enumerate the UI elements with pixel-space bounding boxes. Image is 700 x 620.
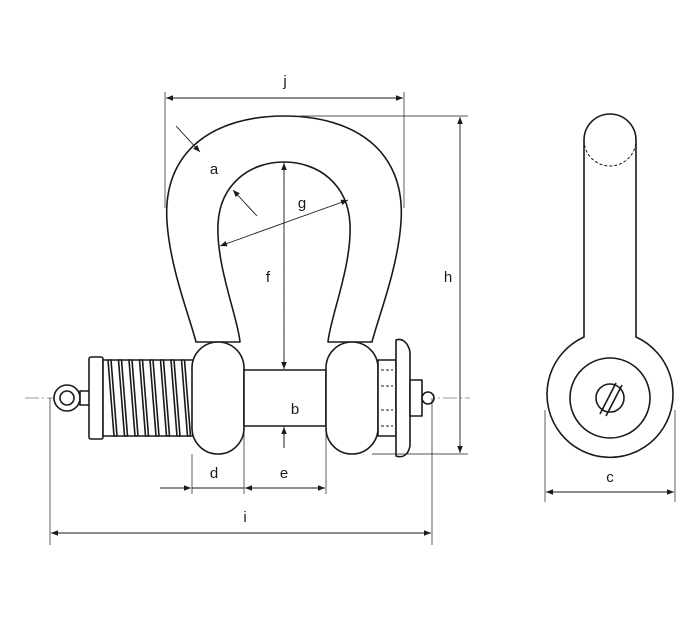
spring-coil	[180, 359, 192, 437]
dimension-d-e: d e	[160, 428, 327, 494]
label-i: i	[243, 509, 246, 526]
spring-coil	[149, 359, 160, 437]
slot-line-1	[599, 382, 617, 415]
pin-head-inner	[595, 383, 625, 413]
spring-coil	[170, 359, 181, 437]
dimension-b: b	[281, 401, 299, 448]
dimension-f: f	[266, 163, 287, 369]
label-j: j	[282, 73, 286, 90]
left-collar	[191, 341, 245, 455]
spring-assembly	[88, 356, 194, 440]
front-view: j h a g f b	[25, 73, 470, 545]
shackle-bow	[165, 115, 403, 343]
side-profile	[546, 113, 674, 459]
hidden-edge	[583, 139, 637, 167]
side-view: c	[544, 113, 676, 502]
label-h: h	[444, 269, 452, 286]
label-b: b	[291, 401, 299, 418]
spring-coil	[107, 359, 118, 437]
label-a: a	[210, 161, 219, 178]
label-e: e	[280, 465, 288, 482]
spring-coil	[128, 359, 139, 437]
dimension-h: h	[300, 115, 468, 455]
spring-coil	[138, 359, 150, 437]
spring-coil	[117, 359, 129, 437]
dimension-j: j	[164, 73, 405, 208]
slot-line-2	[605, 384, 623, 417]
right-collar	[325, 341, 379, 455]
label-d: d	[210, 465, 218, 482]
label-c: c	[606, 469, 614, 486]
nut-assembly	[377, 338, 435, 458]
dimension-i: i	[49, 398, 433, 545]
label-g: g	[298, 195, 306, 212]
spring-coil	[159, 359, 171, 437]
eye-bolt	[53, 384, 93, 412]
label-f: f	[266, 269, 271, 286]
pin-shank	[243, 369, 327, 427]
